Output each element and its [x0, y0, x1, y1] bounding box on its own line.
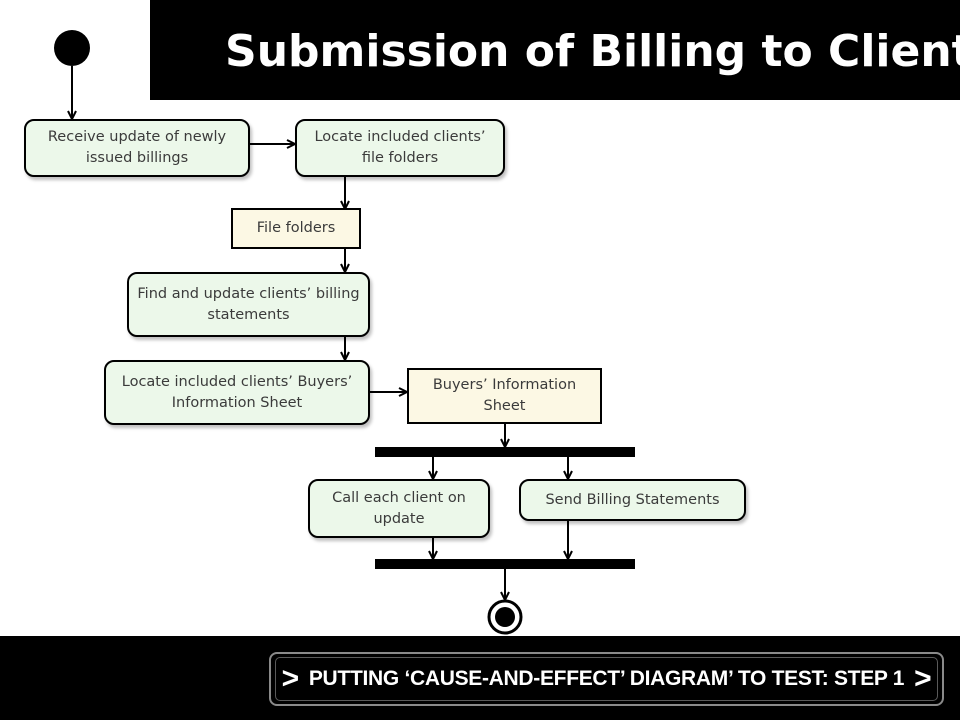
- footer-step-text: PUTTING ‘CAUSE-AND-EFFECT’ DIAGRAM’ TO T…: [308, 667, 905, 690]
- initial-node: [54, 30, 90, 66]
- node-file-folders: File folders: [231, 208, 361, 249]
- join-bar: [375, 559, 635, 569]
- node-send-billing: Send Billing Statements: [519, 479, 746, 521]
- node-find-update: Find and update clients’ billing stateme…: [127, 272, 370, 337]
- fork-bar: [375, 447, 635, 457]
- chevron-right-icon: >: [281, 662, 300, 695]
- node-receive-update: Receive update of newly issued billings: [24, 119, 250, 177]
- chevron-right-icon: >: [914, 662, 932, 695]
- title-bar: [150, 0, 960, 100]
- footer-step-banner: > PUTTING ‘CAUSE-AND-EFFECT’ DIAGRAM’ TO…: [269, 652, 944, 706]
- node-locate-folders: Locate included clients’ file folders: [295, 119, 505, 177]
- page-title: Submission of Billing to Client: [225, 26, 960, 77]
- final-node-dot: [495, 607, 515, 627]
- node-call-client: Call each client on update: [308, 479, 490, 538]
- node-locate-buyers: Locate included clients’ Buyers’ Informa…: [104, 360, 370, 425]
- node-buyers-sheet: Buyers’ Information Sheet: [407, 368, 602, 424]
